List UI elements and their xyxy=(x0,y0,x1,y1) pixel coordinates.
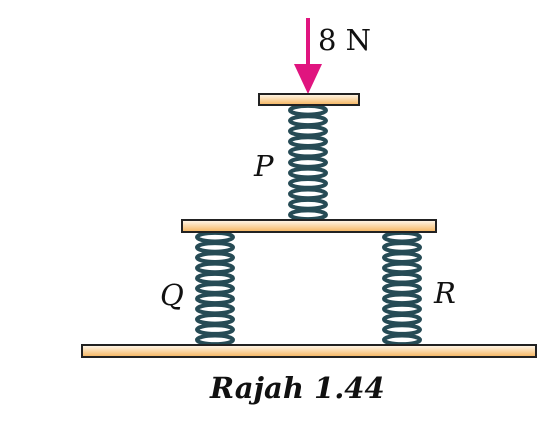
spring-label-q: Q xyxy=(160,278,184,312)
spring-coil xyxy=(382,333,422,347)
figure-caption: Rajah 1.44 xyxy=(209,371,385,405)
spring-coil xyxy=(288,197,328,211)
spring-r-icon xyxy=(382,230,422,347)
spring-coil xyxy=(195,323,235,336)
spring-coil xyxy=(382,282,422,295)
spring-coil xyxy=(382,251,422,264)
spring-coil xyxy=(195,230,235,244)
spring-coil xyxy=(288,124,328,138)
spring-coil xyxy=(288,145,328,159)
spring-p-icon xyxy=(288,103,328,222)
spring-coil xyxy=(195,261,235,275)
spring-coil xyxy=(195,313,235,326)
spring-q-icon xyxy=(195,230,235,347)
spring-coil xyxy=(195,241,235,254)
spring-coil xyxy=(382,241,422,254)
spring-coil xyxy=(288,103,328,117)
middle-plate xyxy=(181,219,437,233)
spring-coil xyxy=(288,166,328,180)
spring-coil xyxy=(288,187,328,201)
base-plate xyxy=(81,344,537,358)
spring-coil xyxy=(288,114,328,128)
spring-coil xyxy=(382,292,422,306)
spring-coil xyxy=(195,282,235,295)
spring-coil xyxy=(288,156,328,169)
spring-coil xyxy=(195,333,235,347)
spring-coil xyxy=(382,261,422,275)
spring-coil xyxy=(382,271,422,285)
spring-coil xyxy=(382,313,422,326)
spring-coil xyxy=(288,135,328,148)
spring-label-p: P xyxy=(253,149,274,183)
spring-coil xyxy=(382,323,422,336)
spring-label-r: R xyxy=(433,276,456,310)
spring-coil xyxy=(195,251,235,264)
spring-coil xyxy=(382,302,422,316)
spring-coil xyxy=(195,302,235,316)
spring-coil xyxy=(195,271,235,285)
spring-coil xyxy=(288,177,328,190)
top-plate xyxy=(258,93,360,106)
force-arrow-icon xyxy=(294,18,322,94)
spring-coil xyxy=(288,208,328,222)
spring-coil xyxy=(195,292,235,306)
spring-coil xyxy=(382,230,422,244)
force-label: 8 N xyxy=(318,23,371,57)
